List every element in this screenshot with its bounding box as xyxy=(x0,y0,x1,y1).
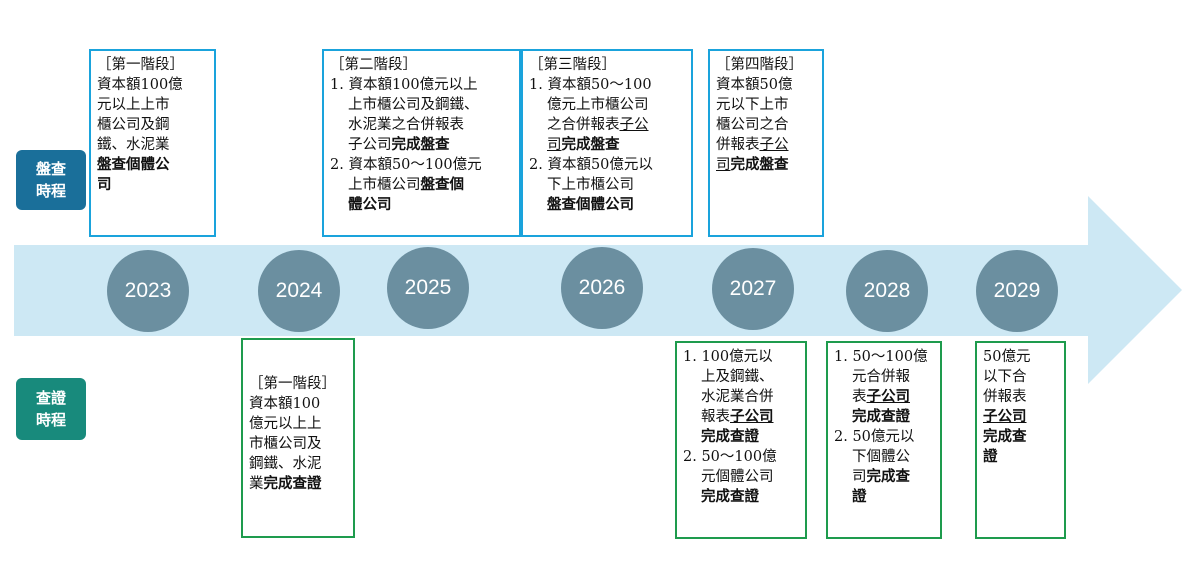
stage-title: ［第四階段］ xyxy=(716,57,803,73)
verify-stage-1-box: ［第一階段］ 資本額100 億元以上上 市櫃公司及 鋼鐵、水泥 業完成查證 xyxy=(241,338,355,538)
check-stage-3-box: ［第三階段］ 1. 資本額50～100 億元上市櫃公司 之合併報表子公 司完成盤… xyxy=(521,49,693,237)
stage-title: ［第一階段］ xyxy=(249,376,336,392)
check-stage-2-box: ［第二階段］ 1. 資本額100億元以上 上市櫃公司及鋼鐵、 水泥業之合併報表 … xyxy=(322,49,521,237)
year-2024: 2024 xyxy=(258,250,340,332)
stage-title: ［第二階段］ xyxy=(330,57,417,73)
check-stage-1-box: ［第一階段］ 資本額100億 元以上上市 櫃公司及鋼 鐵、水泥業 盤查個體公 司 xyxy=(89,49,216,237)
year-2027: 2027 xyxy=(712,248,794,330)
verify-2028-box: 1. 50～100億 元合併報 表子公司 完成查證 2. 50億元以 下個體公 … xyxy=(826,341,942,539)
year-2023: 2023 xyxy=(107,250,189,332)
verify-2027-box: 1. 100億元以 上及鋼鐵、 水泥業合併 報表子公司 完成查證 2. 50～1… xyxy=(675,341,807,539)
year-2029: 2029 xyxy=(976,250,1058,332)
year-2028: 2028 xyxy=(846,250,928,332)
year-2026: 2026 xyxy=(561,247,643,329)
stage-title: ［第三階段］ xyxy=(529,57,616,73)
verify-2029-box: 50億元 以下合 併報表 子公司 完成查 證 xyxy=(975,341,1066,539)
year-2025: 2025 xyxy=(387,247,469,329)
check-schedule-label: 盤查 時程 xyxy=(16,150,86,210)
stage-title: ［第一階段］ xyxy=(97,57,184,73)
verify-schedule-label: 查證 時程 xyxy=(16,378,86,440)
check-stage-4-box: ［第四階段］ 資本額50億 元以下上市 櫃公司之合 併報表子公 司完成盤查 xyxy=(708,49,824,237)
